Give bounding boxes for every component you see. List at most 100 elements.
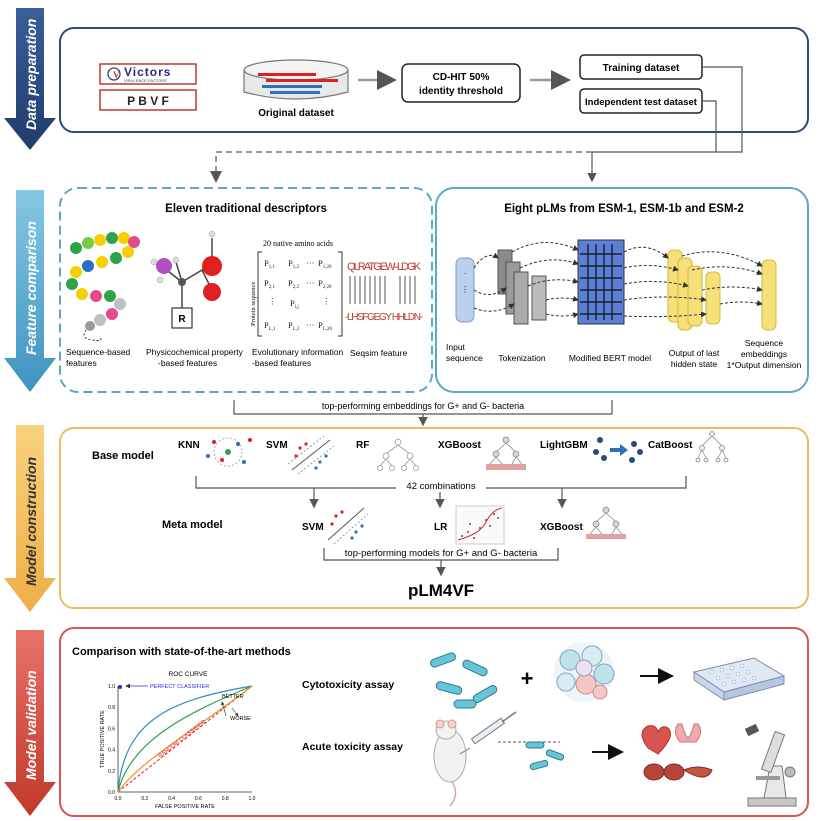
- independent-dataset-label: Independent test dataset: [585, 97, 698, 108]
- meta-lr-icon: [455, 505, 505, 545]
- svg-text:PL,1: PL,1: [264, 320, 276, 332]
- bacteria-illustration: [430, 652, 498, 709]
- original-dataset-icon: [243, 59, 349, 100]
- meta-lr-label: LR: [434, 522, 448, 533]
- traditional-descriptors-title: Eleven traditional descriptors: [165, 203, 327, 215]
- stage-label-data-preparation: Data preparation: [23, 19, 39, 130]
- microscope-icon: [744, 723, 797, 807]
- base-model-label: Base model: [92, 450, 154, 462]
- svg-text:⋮: ⋮: [461, 285, 469, 294]
- input-sequence-label-2: sequence: [446, 353, 483, 363]
- catboost-label: CatBoost: [648, 440, 693, 451]
- knn-label: KNN: [178, 440, 200, 451]
- combinations-label: 42 combinations: [406, 481, 475, 492]
- meta-model-label: Meta model: [162, 519, 223, 531]
- organs-illustration: [641, 723, 713, 781]
- traditional-descriptors-panel: [59, 187, 433, 393]
- stage-arrow-data-preparation: Data preparation: [4, 8, 56, 150]
- data-preparation-panel: [59, 27, 809, 133]
- cdhit-box: [401, 63, 521, 103]
- well-plate-icon: [692, 657, 786, 701]
- svg-text:P2,1: P2,1: [264, 278, 275, 290]
- meta-svm-label: SVM: [302, 522, 324, 533]
- cell-cluster-illustration: [554, 642, 615, 702]
- svg-text:P2,20: P2,20: [318, 278, 332, 290]
- seqsim-bottom-sequence: -LHSFGEGY HHLDN-: [345, 312, 423, 323]
- pssm-side-label: Protein sequence: [250, 282, 257, 326]
- xgboost-label: XGBoost: [438, 440, 481, 451]
- svg-text:PL,2: PL,2: [288, 320, 300, 332]
- roc-better-label: BETTER: [222, 694, 244, 700]
- top-models-label: top-performing models for G+ and G- bact…: [345, 548, 538, 559]
- roc-x-tick-label: 0.0: [115, 796, 122, 802]
- stage-label-feature-comparison: Feature comparison: [23, 221, 39, 355]
- victors-logo: V Victors VIRULENCE FACTORS: [99, 63, 197, 85]
- sequence-features-label-1: Sequence-based: [66, 347, 131, 357]
- catboost-icon: [695, 431, 729, 463]
- meta-xgboost-label: XGBoost: [540, 522, 583, 533]
- svg-text:P1,1: P1,1: [264, 258, 275, 270]
- roc-y-ticks: 0.00.20.40.60.81.0: [108, 684, 115, 796]
- stage-label-model-construction: Model construction: [23, 457, 39, 586]
- roc-x-tick-label: 0.8: [222, 796, 229, 802]
- original-dataset-label: Original dataset: [258, 108, 334, 119]
- knn-icon: [206, 437, 252, 467]
- stage-arrow-model-construction: Model construction: [4, 425, 56, 612]
- sequence-features-label-2: features: [66, 358, 97, 368]
- roc-y-tick-label: 0.4: [108, 748, 115, 754]
- svg-text:⋮: ⋮: [268, 296, 277, 306]
- bert-label: Modified BERT model: [569, 353, 651, 363]
- roc-x-tick-label: 0.2: [141, 796, 148, 802]
- svg-text:···: ···: [306, 278, 315, 288]
- model-construction-panel: [59, 427, 809, 609]
- plm-architecture-illustration: · ⋮: [455, 239, 777, 331]
- svg-text:Pi,j: Pi,j: [290, 298, 299, 310]
- last-hidden-label-1: Output of last: [669, 348, 720, 358]
- meta-xgboost-icon: [586, 506, 626, 539]
- pbvf-logo-text: P B V F: [127, 94, 169, 108]
- roc-ylabel: TRUE POSITIVE RATE: [100, 710, 106, 768]
- seqsim-label: Seqsim feature: [350, 348, 407, 358]
- embeddings-label-3: 1*Output dimension: [727, 360, 802, 370]
- rf-label: RF: [356, 440, 369, 451]
- sequence-beads-illustration: [66, 232, 140, 341]
- svg-text:PL,20: PL,20: [318, 320, 333, 332]
- svg-text:P1,2: P1,2: [288, 258, 299, 270]
- roc-xlabel: FALSE POSITIVE RATE: [155, 804, 215, 810]
- svg-text:···: ···: [306, 258, 315, 268]
- roc-curve-chart: ROC CURVE PERFECT CLASSIFIER RANDOM CLAS…: [98, 664, 268, 812]
- syringe-icon: [459, 711, 517, 755]
- roc-y-tick-label: 0.2: [108, 769, 115, 775]
- physicochemical-label-2: -based features: [158, 358, 217, 368]
- roc-x-tick-label: 1.0: [249, 796, 256, 802]
- svm-icon: [287, 435, 335, 475]
- injected-bacteria-icon: [525, 741, 565, 771]
- training-dataset-label: Training dataset: [603, 63, 680, 74]
- victors-logo-subtext: VIRULENCE FACTORS: [124, 78, 167, 83]
- plm-panel: [435, 187, 809, 393]
- roc-worse-label: WORSE: [230, 716, 251, 722]
- pssm-header: 20 native amino acids: [263, 239, 333, 248]
- evolutionary-label-2: -based features: [252, 358, 311, 368]
- svg-text:···: ···: [306, 320, 315, 330]
- seqsim-alignment-illustration: QLRATGEW--LDGK -LHSFGEGY HHLDN-: [345, 261, 423, 323]
- stage-arrow-feature-comparison: Feature comparison: [4, 190, 56, 392]
- plm4vf-title: pLM4VF: [408, 581, 474, 600]
- input-sequence-label-1: Input: [446, 342, 466, 352]
- embeddings-label-1: Sequence: [745, 338, 784, 348]
- evolutionary-label-1: Evolutionary information: [252, 347, 343, 357]
- comparison-title: Comparison with state-of-the-art methods: [72, 646, 291, 658]
- roc-x-tick-label: 0.6: [195, 796, 202, 802]
- roc-x-tick-label: 0.4: [168, 796, 175, 802]
- cdhit-line-2: identity threshold: [419, 86, 503, 97]
- lightgbm-label: LightGBM: [540, 440, 588, 451]
- roc-title: ROC CURVE: [169, 671, 209, 678]
- roc-y-tick-label: 0.6: [108, 726, 115, 732]
- pbvf-logo: P B V F: [99, 89, 197, 111]
- embeddings-label-2: embeddings: [741, 349, 787, 359]
- svg-text:R: R: [178, 314, 186, 325]
- roc-y-tick-label: 1.0: [108, 684, 115, 690]
- plus-sign: +: [521, 666, 534, 691]
- roc-y-tick-label: 0.0: [108, 790, 115, 796]
- cdhit-line-1: CD-HIT 50%: [433, 72, 490, 83]
